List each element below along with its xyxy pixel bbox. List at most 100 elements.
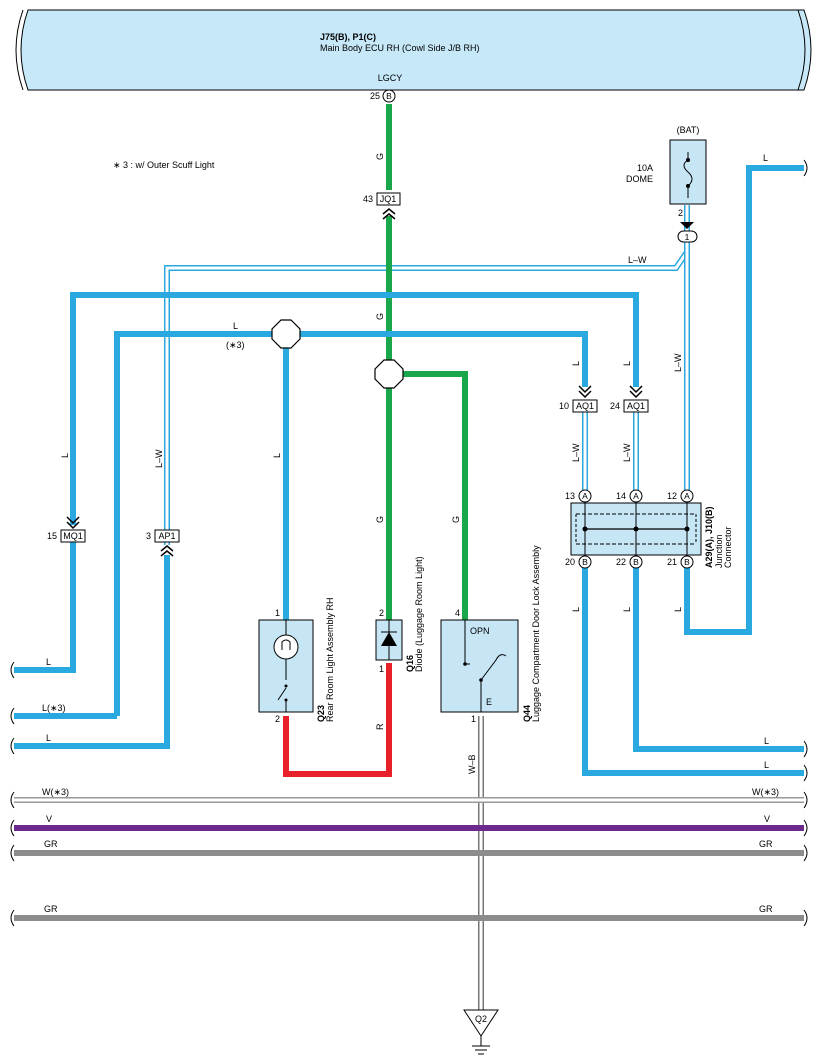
connector-ap1: AP1 3 [146, 529, 180, 557]
svg-text:22: 22 [616, 557, 626, 567]
svg-text:10A: 10A [637, 163, 653, 173]
ecu-pin-25: B 25 [370, 89, 396, 103]
fuse-dome: (BAT) 10A DOME 2 1 [626, 125, 707, 243]
svg-text:L: L [622, 607, 632, 612]
svg-text:L: L [673, 607, 683, 612]
svg-text:Junction: Junction [714, 534, 724, 568]
ecu-terminal-name: LGCY [378, 73, 403, 83]
svg-text:Q2: Q2 [475, 1014, 487, 1024]
svg-text:2: 2 [678, 208, 683, 218]
svg-text:12: 12 [667, 491, 677, 501]
svg-text:G: G [375, 516, 385, 523]
svg-text:G: G [375, 153, 385, 160]
svg-text:3: 3 [146, 531, 151, 541]
thick-wires [14, 104, 804, 921]
svg-text:AQ1: AQ1 [576, 401, 594, 411]
svg-text:14: 14 [616, 491, 626, 501]
svg-text:A: A [633, 491, 639, 501]
svg-text:V: V [46, 814, 52, 824]
junction-codes: A29(A), J10(B) [704, 506, 714, 568]
q44-ground-label: E [486, 697, 492, 707]
svg-text:AQ1: AQ1 [627, 401, 645, 411]
svg-text:1: 1 [275, 608, 280, 618]
svg-text:L–W: L–W [628, 255, 647, 265]
svg-text:L: L [763, 153, 768, 163]
svg-text:L(∗3): L(∗3) [42, 703, 66, 713]
q16-name: Diode (Luggage Room Light) [414, 556, 424, 672]
svg-text:L: L [46, 733, 51, 743]
svg-text:B: B [386, 91, 392, 101]
ecu-name: Main Body ECU RH (Cowl Side J/B RH) [320, 43, 480, 53]
svg-text:20: 20 [565, 557, 575, 567]
svg-text:R: R [375, 723, 385, 730]
junction-connector: A 13 A 14 A 12 B 20 B 22 B 21 A29(A), J1… [565, 489, 733, 569]
splice-points [271, 319, 404, 389]
svg-text:L: L [571, 607, 581, 612]
thin-wires [14, 205, 804, 1014]
svg-text:L: L [272, 453, 282, 458]
svg-text:G: G [375, 313, 385, 320]
svg-text:W(∗3): W(∗3) [752, 787, 779, 797]
component-q16: 2 1 Q16 Diode (Luggage Room Light) [375, 556, 424, 674]
svg-text:Connector: Connector [723, 526, 733, 568]
q16-code: Q16 [405, 655, 415, 672]
svg-text:A: A [684, 491, 690, 501]
svg-text:B: B [633, 557, 639, 567]
svg-text:JQ1: JQ1 [380, 194, 397, 204]
svg-text:AP1: AP1 [158, 531, 175, 541]
svg-text:1: 1 [379, 664, 384, 674]
svg-text:25: 25 [370, 91, 380, 101]
svg-text:B: B [684, 557, 690, 567]
connector-jq1: JQ1 43 [363, 192, 401, 220]
svg-text:4: 4 [455, 608, 460, 618]
connector-aq1-24: AQ1 24 [610, 385, 649, 413]
svg-text:L: L [622, 361, 632, 366]
svg-text:W(∗3): W(∗3) [42, 787, 69, 797]
svg-text:GR: GR [759, 839, 773, 849]
svg-text:GR: GR [44, 839, 58, 849]
svg-text:L–W: L–W [673, 353, 683, 372]
ground-q2: Q2 [463, 1009, 499, 1055]
option-note: ∗ 3 : w/ Outer Scuff Light [113, 160, 215, 170]
svg-text:1: 1 [471, 714, 476, 724]
q44-code: Q44 [522, 705, 532, 722]
wire-labels: G G G G L (∗3) L L–W L L L L–W L–W L–W L… [42, 153, 779, 914]
svg-text:43: 43 [363, 194, 373, 204]
svg-text:15: 15 [47, 531, 57, 541]
svg-text:L: L [233, 321, 238, 331]
connector-mq1: MQ1 15 [47, 516, 86, 543]
svg-text:(BAT): (BAT) [677, 125, 700, 135]
svg-text:L: L [60, 453, 70, 458]
wire-break-marks [10, 159, 808, 927]
svg-text:24: 24 [610, 401, 620, 411]
splice-q23 [271, 319, 301, 349]
svg-text:GR: GR [759, 904, 773, 914]
svg-text:13: 13 [565, 491, 575, 501]
svg-text:L–W: L–W [571, 443, 581, 462]
main-body-ecu: J75(B), P1(C) Main Body ECU RH (Cowl Sid… [15, 9, 812, 91]
component-q23: 1 2 Q23 Rear Room Light Assembly RH [258, 597, 335, 724]
q23-code: Q23 [316, 705, 326, 722]
q23-name: Rear Room Light Assembly RH [325, 597, 335, 722]
svg-text:L: L [764, 760, 769, 770]
q44-name: Luggage Compartment Door Lock Assembly [531, 545, 541, 722]
connector-aq1-10: AQ1 10 [559, 385, 598, 413]
svg-text:W–B: W–B [467, 754, 477, 774]
svg-text:L–W: L–W [622, 443, 632, 462]
svg-text:L–W: L–W [154, 449, 164, 468]
svg-text:L: L [571, 361, 581, 366]
svg-text:MQ1: MQ1 [63, 531, 83, 541]
svg-text:L: L [46, 657, 51, 667]
svg-text:GR: GR [44, 904, 58, 914]
svg-text:L: L [764, 736, 769, 746]
svg-text:10: 10 [559, 401, 569, 411]
junction-label: 1 [685, 232, 690, 242]
ecu-codes: J75(B), P1(C) [320, 32, 376, 42]
svg-text:2: 2 [275, 714, 280, 724]
svg-text:(∗3): (∗3) [226, 340, 245, 350]
svg-text:21: 21 [667, 557, 677, 567]
splice-g [374, 359, 404, 389]
svg-text:G: G [451, 516, 461, 523]
svg-text:B: B [582, 557, 588, 567]
